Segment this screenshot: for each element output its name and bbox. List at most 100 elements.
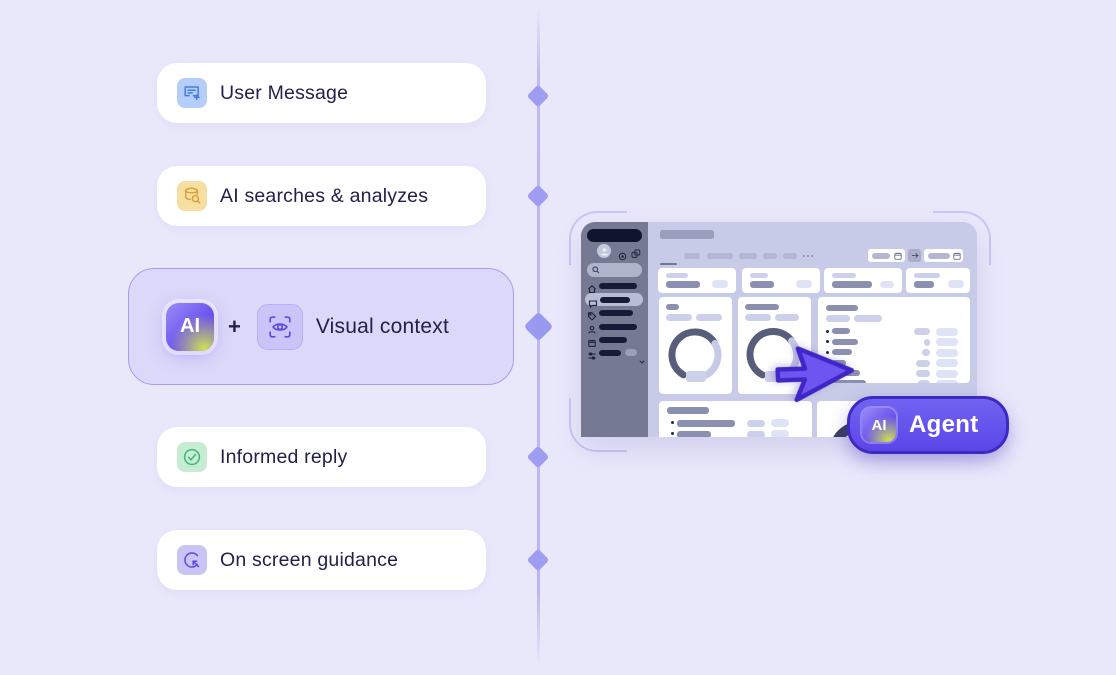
- placeholder-pill: [771, 430, 789, 437]
- more-tabs-dots[interactable]: [811, 255, 814, 258]
- placeholder-pill: [880, 281, 894, 288]
- database-search-icon: [177, 181, 207, 211]
- placeholder-bar: [666, 304, 679, 310]
- gauge-chart: [668, 328, 722, 379]
- frame-bracket-top-left: [569, 211, 627, 265]
- placeholder-pill: [686, 371, 706, 382]
- step-label: Informed reply: [220, 445, 348, 468]
- sidebar-nav-item[interactable]: [599, 336, 627, 343]
- timeline-marker-4: [526, 445, 550, 469]
- timeline-marker-5: [526, 548, 550, 572]
- package-icon: [587, 335, 597, 353]
- tab-placeholder[interactable]: [739, 253, 757, 259]
- calendar-icon: [953, 252, 961, 260]
- step-card-ai-searches: AI searches & analyzes: [157, 166, 486, 226]
- chat-icon: [588, 296, 598, 314]
- date-range-arrow-button[interactable]: [908, 249, 921, 262]
- ai-agent-badge[interactable]: AI Agent: [847, 396, 1009, 454]
- step-card-on-screen-guidance: On screen guidance: [157, 530, 486, 590]
- sidebar-nav-item[interactable]: [599, 283, 637, 289]
- ai-logo: AI: [862, 408, 896, 442]
- placeholder-bar: [750, 273, 768, 278]
- list-item: [832, 328, 850, 334]
- placeholder-pill: [916, 370, 930, 377]
- bullet-dot: [671, 421, 674, 424]
- check-circle-icon: [177, 442, 207, 472]
- sidebar-nav-item[interactable]: [599, 323, 637, 330]
- placeholder-bar: [696, 314, 722, 321]
- placeholder-bar: [872, 252, 890, 259]
- stat-card[interactable]: [658, 268, 736, 293]
- placeholder-pill: [922, 349, 930, 356]
- date-input-end[interactable]: [924, 249, 963, 262]
- avatar[interactable]: [597, 244, 611, 258]
- placeholder-pill: [936, 369, 958, 378]
- sidebar-nav-item[interactable]: [599, 349, 621, 356]
- placeholder-bar: [928, 252, 950, 259]
- timeline-marker-1: [526, 84, 550, 108]
- placeholder-bar: [832, 273, 856, 278]
- plus-sign: +: [228, 313, 241, 339]
- chevron-down-icon[interactable]: [639, 351, 645, 369]
- settings-icon: [587, 348, 597, 366]
- list-item: [832, 349, 852, 355]
- timeline-marker-3: [523, 311, 554, 342]
- placeholder-pill: [936, 338, 958, 346]
- placeholder-bar: [854, 315, 882, 322]
- placeholder-bar: [666, 314, 692, 321]
- bullet-dot: [826, 340, 829, 343]
- ai-logo: AI: [166, 302, 214, 351]
- tab-placeholder[interactable]: [707, 253, 733, 259]
- placeholder-pill: [948, 280, 964, 288]
- status-icon[interactable]: [618, 248, 627, 266]
- tab-placeholder[interactable]: [684, 253, 700, 259]
- calendar-icon: [894, 252, 902, 260]
- timeline-marker-2: [526, 184, 550, 208]
- page-title-placeholder: [660, 230, 714, 239]
- placeholder-pill: [936, 359, 958, 367]
- tab-active-underline: [660, 263, 677, 265]
- tag-icon: [587, 308, 597, 326]
- date-input-start[interactable]: [868, 249, 905, 262]
- placeholder-bar: [914, 273, 940, 278]
- eye-scan-icon: [256, 303, 303, 350]
- message-plus-icon: [177, 78, 207, 108]
- stat-card[interactable]: [824, 268, 902, 293]
- step-label: AI searches & analyzes: [220, 184, 429, 207]
- bullet-dot: [826, 329, 829, 333]
- sidebar-nav-item[interactable]: [599, 310, 633, 316]
- placeholder-bar: [745, 314, 771, 321]
- frame-bracket-bottom-left: [569, 398, 627, 452]
- list-item: [832, 338, 858, 345]
- placeholder-bar: [666, 273, 688, 278]
- gauge-card[interactable]: [659, 297, 732, 394]
- list-item: [832, 380, 866, 383]
- tab-placeholder[interactable]: [783, 253, 797, 259]
- agent-label: Agent: [909, 411, 979, 438]
- stat-card[interactable]: [906, 268, 970, 293]
- users-icon: [587, 322, 597, 340]
- placeholder-pill: [936, 327, 958, 336]
- bottom-list-card[interactable]: [659, 401, 812, 437]
- share-icon[interactable]: [631, 246, 641, 264]
- tab-placeholder[interactable]: [763, 253, 777, 259]
- cursor-pointer: [775, 346, 854, 403]
- list-card[interactable]: [818, 297, 970, 383]
- step-label: On screen guidance: [220, 548, 399, 571]
- logo-placeholder: [587, 229, 642, 242]
- placeholder-bar: [914, 281, 934, 288]
- placeholder-pill: [771, 419, 789, 427]
- sidebar-search-input[interactable]: [587, 263, 642, 277]
- more-tabs-dots[interactable]: [803, 255, 806, 258]
- more-tabs-dots[interactable]: [807, 255, 810, 258]
- stat-card[interactable]: [742, 268, 820, 293]
- placeholder-pill: [914, 328, 930, 335]
- step-label: Visual context: [315, 314, 450, 338]
- mockup-sidebar: [581, 222, 648, 437]
- step-card-visual-context: AI + Visual context: [128, 268, 514, 385]
- list-item: [677, 430, 711, 437]
- placeholder-pill: [936, 348, 958, 357]
- placeholder-bar: [667, 407, 709, 414]
- list-item: [832, 359, 846, 366]
